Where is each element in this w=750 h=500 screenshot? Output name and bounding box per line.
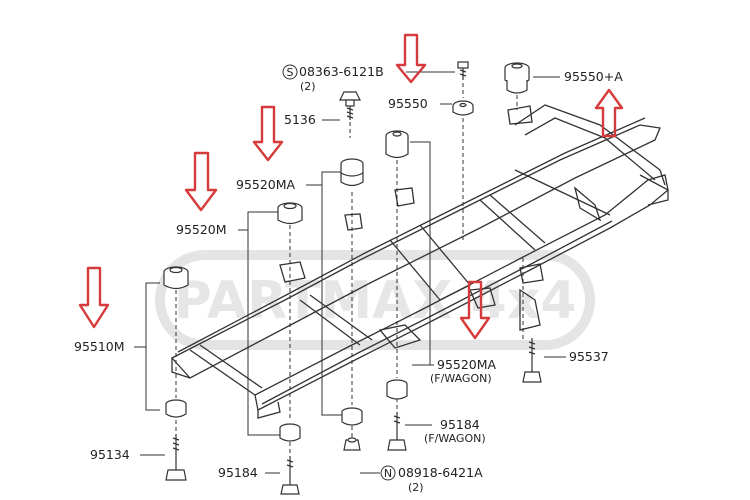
bushing-95520ma-fwagon (386, 379, 408, 400)
label-95550a: 95550+A (564, 69, 623, 84)
part-labels: 95550+A 08363-6121B (2) 95550 5136 95520… (74, 64, 623, 494)
arrow-down-95520ma-bottom (459, 280, 491, 340)
arrow-down-95520ma-top (252, 105, 284, 162)
symbol-s: S (282, 64, 298, 80)
s-symbol-text: S (287, 66, 294, 79)
label-08918-qty: (2) (408, 481, 424, 494)
label-95550: 95550 (388, 96, 428, 111)
red-arrows (78, 33, 624, 340)
n-symbol-text: N (384, 467, 392, 480)
label-95520m: 95520M (176, 222, 227, 237)
label-5136: 5136 (284, 112, 316, 127)
nut-08918 (343, 437, 361, 451)
chassis-frame (170, 104, 669, 419)
bushing-95520m (277, 202, 303, 225)
label-08363: 08363-6121B (299, 64, 384, 79)
mount-dashed-lines (175, 83, 524, 455)
bolt-95184-right (387, 412, 407, 451)
label-95510m: 95510M (74, 339, 125, 354)
mount-parts (163, 61, 542, 495)
bolt-95134 (165, 434, 187, 481)
leader-lines (134, 71, 566, 474)
bolt-08363 (457, 61, 469, 80)
arrow-down-95510m (78, 266, 110, 329)
label-08918: 08918-6421A (398, 465, 483, 480)
bushing-95510m (163, 266, 189, 290)
bolt-95184-left (280, 456, 300, 495)
label-95537: 95537 (569, 349, 609, 364)
bushing-95134-lower (165, 399, 187, 418)
bolt-95537 (522, 338, 542, 383)
bushing-95520ma-top (340, 158, 364, 187)
bushing-95184-mid-lower (341, 407, 363, 426)
bushing-95184-left-lower (279, 423, 301, 442)
symbol-n: N (380, 465, 396, 481)
washer-95550 (452, 100, 474, 116)
label-95184-right-note: (F/WAGON) (424, 432, 486, 445)
label-95520ma-bottom-note: (F/WAGON) (430, 372, 492, 385)
arrow-up-95550a (594, 88, 624, 138)
label-08363-qty: (2) (300, 80, 316, 93)
label-95134: 95134 (90, 447, 130, 462)
arrow-down-95550 (395, 33, 427, 84)
bushing-95520ma-center (385, 130, 409, 159)
arrow-down-95520m (184, 151, 218, 212)
bushing-95550a (504, 62, 530, 94)
bolt-5136 (339, 91, 361, 120)
label-95184-right: 95184 (440, 417, 480, 432)
label-95520ma-bottom: 95520MA (437, 357, 497, 372)
label-95184-left: 95184 (218, 465, 258, 480)
label-95520ma-top: 95520MA (236, 177, 296, 192)
